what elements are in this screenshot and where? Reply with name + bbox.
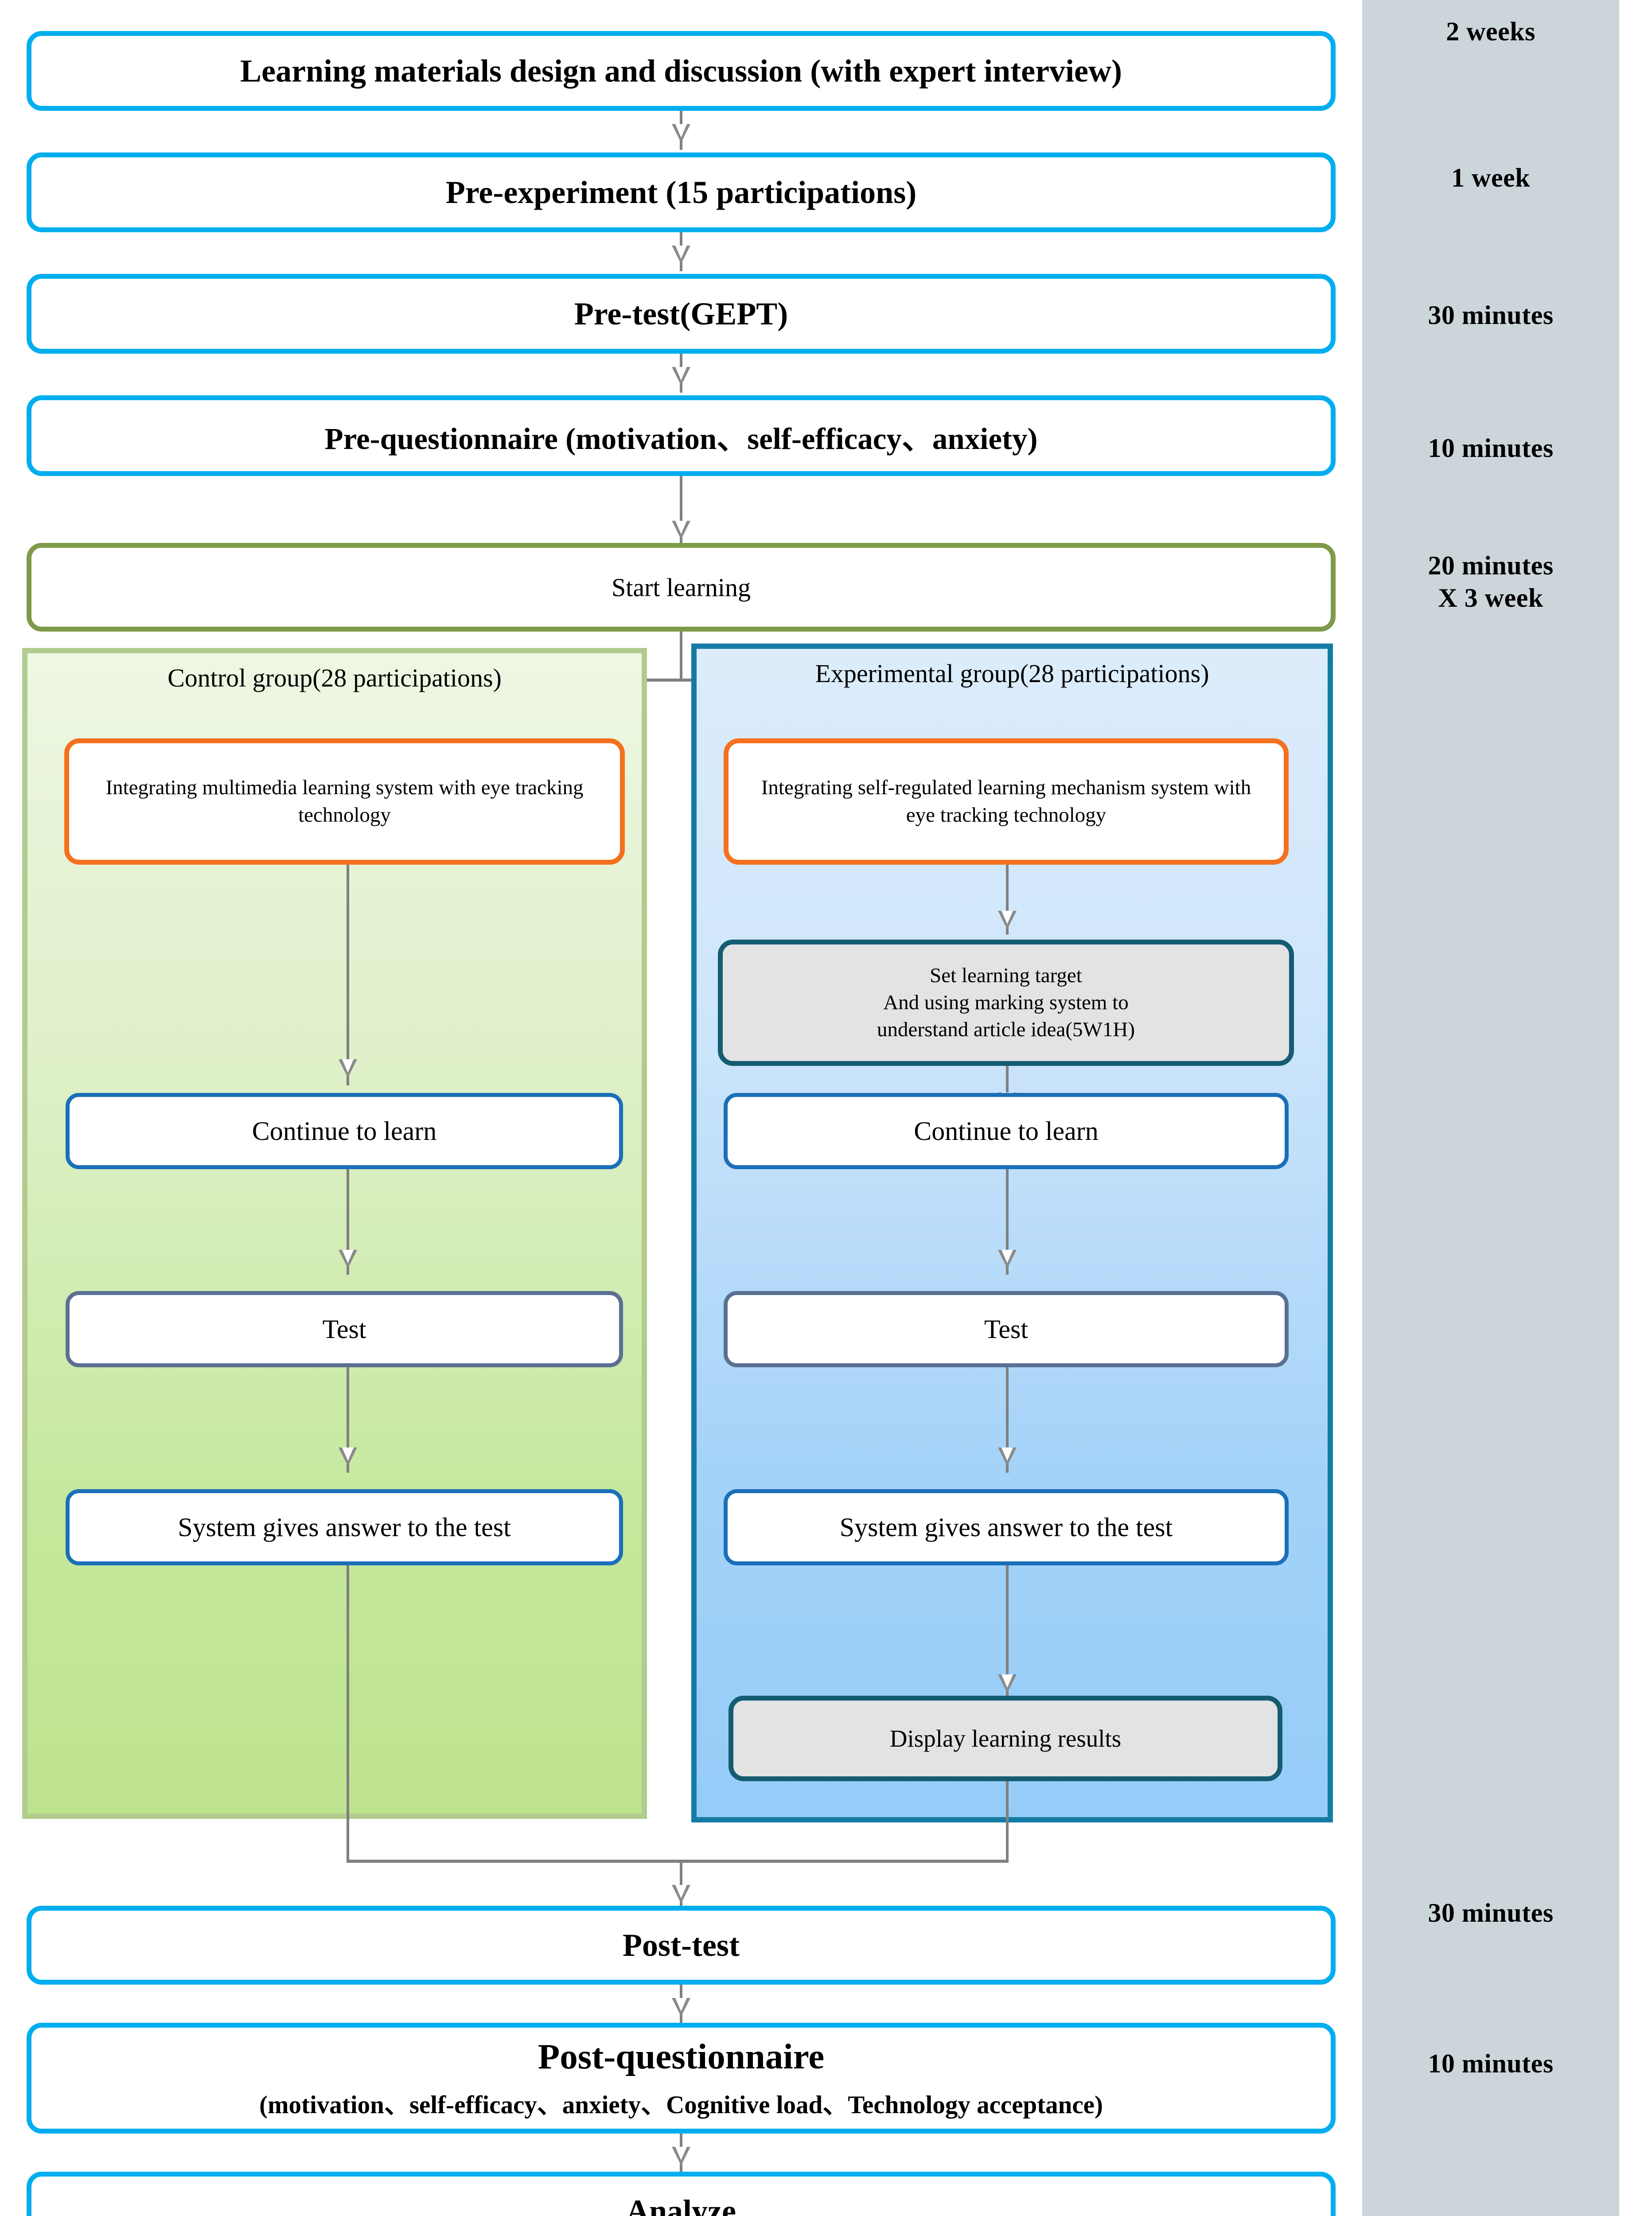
connector-cg-system-to-continue: [347, 865, 349, 1085]
connector-prequestionnaire-to-start: [680, 476, 682, 544]
experimental-node-test-label: Test: [984, 1315, 1029, 1344]
connector-start-branch-stem: [680, 632, 682, 681]
control-node-system-gives-answer[interactable]: System gives answer to the test: [66, 1489, 623, 1565]
time-label-learning: 20 minutes X 3 week: [1428, 551, 1554, 613]
arrow-inner-3: [675, 367, 687, 380]
arrow-inner-15: [675, 1885, 687, 1898]
time-label-pre-experiment: 1 week: [1451, 163, 1530, 192]
experimental-node-srl-system[interactable]: Integrating self-regulated learning mech…: [724, 738, 1289, 865]
stage-label-design: Learning materials design and discussion…: [240, 53, 1122, 89]
arrow-inner-16: [675, 1998, 687, 2011]
control-node-multimedia-system[interactable]: Integrating multimedia learning system w…: [64, 738, 625, 865]
stage-box-analyze[interactable]: Analyze: [27, 2172, 1336, 2216]
connector-eg-target-to-continue: [1006, 1066, 1009, 1116]
connector-cg-merge-down: [347, 1565, 349, 1861]
control-node-continue-to-learn[interactable]: Continue to learn: [66, 1093, 623, 1169]
start-learning-box[interactable]: Start learning: [27, 543, 1336, 632]
time-label-pre-questionnaire: 10 minutes: [1428, 433, 1554, 463]
experimental-node-continue-to-learn[interactable]: Continue to learn: [724, 1093, 1289, 1169]
stage-box-pre-questionnaire[interactable]: Pre-questionnaire (motivation、self-effic…: [27, 395, 1336, 476]
arrow-inner-10: [1001, 911, 1013, 924]
experimental-node-system-gives-answer-label: System gives answer to the test: [839, 1513, 1173, 1542]
connector-eg-answer-to-display: [1006, 1565, 1009, 1698]
stage-box-post-test[interactable]: Post-test: [27, 1906, 1336, 1985]
connector-branch-horizontal: [346, 679, 1009, 682]
arrow-inner-17: [675, 2147, 687, 2160]
experimental-node-test[interactable]: Test: [724, 1291, 1289, 1367]
stage-box-pre-experiment[interactable]: Pre-experiment (15 participations): [27, 152, 1336, 232]
connector-merge-to-posttest: [680, 1860, 682, 1908]
arrow-inner-8: [342, 1250, 354, 1263]
post-questionnaire-title: Post-questionnaire: [538, 2036, 825, 2076]
arrow-inner-13: [1001, 1447, 1013, 1461]
arrow-inner-14: [1001, 1674, 1013, 1688]
connector-cg-continue-to-test: [347, 1169, 349, 1275]
stage-label-post-test: Post-test: [623, 1927, 740, 1963]
arrow-inner-1: [675, 124, 687, 137]
arrow-inner-2: [675, 246, 687, 259]
control-node-continue-to-learn-label: Continue to learn: [252, 1116, 437, 1146]
stage-label-pre-test: Pre-test(GEPT): [574, 296, 788, 332]
experimental-node-display-results-label: Display learning results: [889, 1724, 1122, 1752]
experimental-group-title: Experimental group(28 participations): [815, 659, 1209, 688]
experimental-node-set-learning-target[interactable]: Set learning target And using marking sy…: [718, 940, 1294, 1066]
timeline-sidebar: 2 weeks 1 week 30 minutes 10 minutes 20 …: [1362, 0, 1619, 2216]
time-label-post-test: 30 minutes: [1428, 1898, 1554, 1927]
arrow-inner-4: [675, 521, 687, 534]
connector-eg-system-to-target: [1006, 865, 1009, 935]
start-learning-label: Start learning: [611, 573, 751, 602]
post-questionnaire-subtitle: (motivation、self-efficacy、anxiety、Cognit…: [259, 2091, 1103, 2119]
connector-eg-test-to-answer: [1006, 1367, 1009, 1473]
stage-label-pre-experiment: Pre-experiment (15 participations): [445, 174, 917, 210]
arrow-inner-12: [1001, 1250, 1013, 1263]
experimental-node-srl-system-label: Integrating self-regulated learning mech…: [761, 776, 1251, 827]
connector-eg-continue-to-test: [1006, 1169, 1009, 1275]
stage-label-pre-questionnaire: Pre-questionnaire (motivation、self-effic…: [324, 422, 1038, 456]
connector-merge-horizontal: [347, 1860, 1009, 1863]
connector-cg-test-to-answer: [347, 1367, 349, 1473]
experimental-node-display-results[interactable]: Display learning results: [729, 1696, 1282, 1781]
time-label-post-questionnaire: 10 minutes: [1428, 2049, 1554, 2078]
control-node-system-gives-answer-label: System gives answer to the test: [178, 1513, 511, 1542]
experimental-node-continue-to-learn-label: Continue to learn: [914, 1116, 1099, 1146]
control-node-test[interactable]: Test: [66, 1291, 623, 1367]
time-label-pre-test: 30 minutes: [1428, 300, 1554, 330]
control-group-title: Control group(28 participations): [168, 663, 502, 692]
stage-box-post-questionnaire[interactable]: Post-questionnaire (motivation、self-effi…: [27, 2023, 1336, 2134]
experimental-node-set-learning-target-label: Set learning target And using marking sy…: [877, 964, 1135, 1042]
arrow-inner-7: [342, 1059, 354, 1073]
control-node-multimedia-system-label: Integrating multimedia learning system w…: [105, 776, 584, 827]
experimental-node-system-gives-answer[interactable]: System gives answer to the test: [724, 1489, 1289, 1565]
control-node-test-label: Test: [322, 1315, 366, 1344]
stage-label-analyze: Analyze: [626, 2193, 736, 2216]
stage-box-design[interactable]: Learning materials design and discussion…: [27, 31, 1336, 111]
stage-box-pre-test[interactable]: Pre-test(GEPT): [27, 274, 1336, 354]
connector-eg-merge-down: [1006, 1781, 1009, 1861]
time-label-design: 2 weeks: [1446, 17, 1535, 46]
arrow-inner-9: [342, 1447, 354, 1461]
